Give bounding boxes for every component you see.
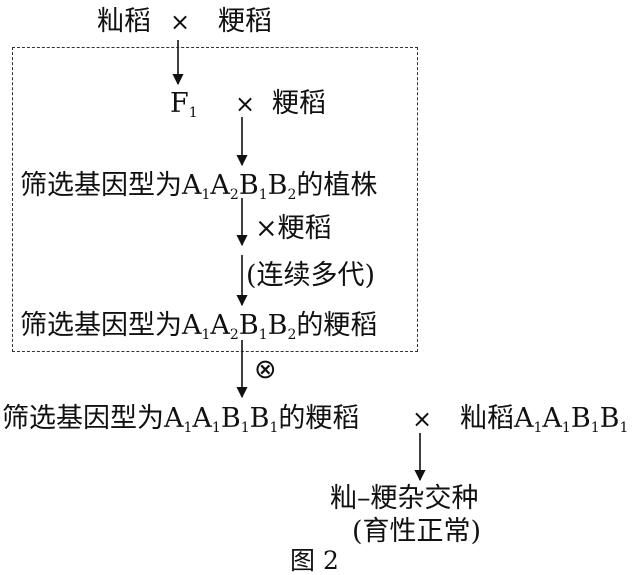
- hybrid-label: 籼–粳杂交种: [330, 483, 479, 514]
- hybrid-note: (育性正常): [352, 516, 482, 547]
- parent-indica-label: 籼稻: [97, 6, 151, 37]
- allele: B1: [249, 403, 279, 436]
- screen2-text: 筛选基因型为A1A2B1B2的粳稻: [20, 310, 378, 343]
- screen1-text: 筛选基因型为A1A2B1B2的植株: [20, 170, 378, 203]
- figure-label: 图 2: [290, 546, 339, 575]
- allele: B2: [267, 170, 297, 203]
- allele: B1: [238, 310, 268, 343]
- genotype: A1A1B1B1: [164, 403, 279, 436]
- repeat-cross-label: ×粳稻: [255, 213, 332, 244]
- backcross-partner-label: 粳稻: [272, 88, 326, 119]
- allele: B1: [220, 403, 250, 436]
- final-partner-text: 籼稻A1A1B1B1: [460, 403, 629, 436]
- allele: A1: [182, 310, 211, 343]
- genotype: A1A1B1B1: [514, 403, 629, 436]
- allele: B1: [238, 170, 268, 203]
- repeat-note: (连续多代): [246, 260, 376, 291]
- allele: A1: [542, 403, 571, 436]
- genotype: A1A2B1B2: [182, 310, 297, 343]
- f1-label: F1: [170, 88, 198, 121]
- allele: A2: [210, 310, 239, 343]
- selfing-symbol: ⊗: [254, 354, 277, 385]
- cross-symbol: ×: [170, 8, 191, 36]
- allele: A2: [210, 170, 239, 203]
- allele: A1: [182, 170, 211, 203]
- allele: B1: [570, 403, 600, 436]
- allele: A1: [514, 403, 543, 436]
- cross-symbol-final: ×: [412, 405, 433, 433]
- repeated-backcross-box: [12, 47, 418, 352]
- allele: B1: [599, 403, 629, 436]
- allele: A1: [192, 403, 221, 436]
- screen3-text: 筛选基因型为A1A1B1B1的粳稻: [2, 403, 360, 436]
- parent-japonica-label: 粳稻: [218, 6, 272, 37]
- allele: B2: [267, 310, 297, 343]
- allele: A1: [164, 403, 193, 436]
- genotype: A1A2B1B2: [182, 170, 297, 203]
- cross-symbol-f1: ×: [235, 90, 256, 118]
